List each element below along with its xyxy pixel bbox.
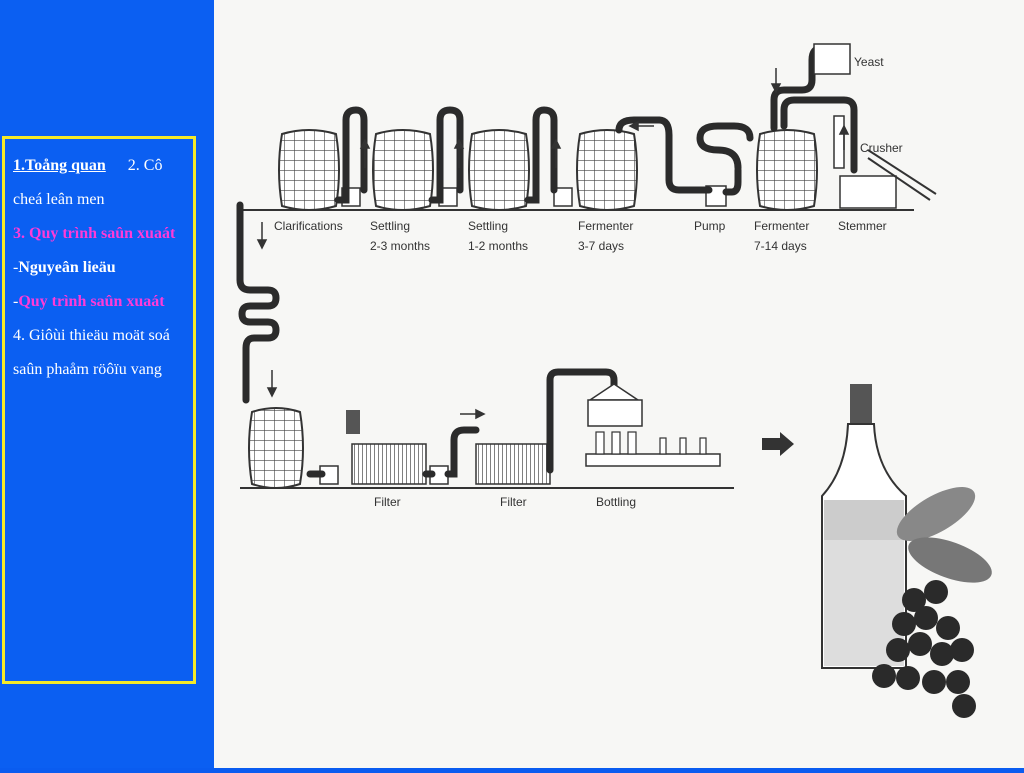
nav-item-products[interactable]: 4. Giôùi thieäu moät soá saûn phaåm röôï…: [13, 327, 170, 378]
arrow-right-icon: [762, 432, 794, 456]
label-filter-2: Filter: [500, 495, 527, 509]
pipes-top: [236, 44, 858, 404]
label-fermenter-1: Fermenter: [578, 219, 633, 233]
label-stemmer: Stemmer: [838, 219, 887, 233]
pipes-bottom: [306, 368, 618, 478]
nav-item-raw-materials[interactable]: Nguyeân lieäu: [18, 259, 116, 276]
crusher-chute-icon: [867, 149, 937, 201]
nav-item-row-1: 1.Toång quan 2. Cô cheá leân men: [13, 149, 187, 217]
wine-process-diagram: Yeast Crusher Stemmer Fermenter 7-14 day…: [214, 0, 1024, 768]
label-settling-2: Settling: [468, 219, 508, 233]
nav-item-production-process[interactable]: 3. Quy trình saûn xuaát: [13, 225, 176, 242]
sidebar: [0, 0, 214, 768]
nav-item-process-row: -Quy trình saûn xuaát: [13, 293, 165, 310]
barrel-fermenter-2: [756, 129, 818, 211]
additive-bottle-icon: [833, 115, 845, 169]
label-clarifications: Clarifications: [274, 219, 343, 233]
nav-item-process[interactable]: Quy trình saûn xuaát: [18, 293, 165, 310]
filter-2-unit: [475, 443, 551, 485]
stemmer-icon: [839, 175, 897, 209]
label-yeast: Yeast: [854, 55, 884, 69]
label-pump: Pump: [694, 219, 726, 233]
nav-item-raw-materials-row: -Nguyeân lieäu: [13, 259, 116, 276]
flow-arrows: [256, 68, 850, 420]
label-crusher: Crusher: [860, 141, 903, 155]
label-fermenter-1-time: 3-7 days: [578, 239, 624, 253]
label-fermenter-2-time: 7-14 days: [754, 239, 807, 253]
nav-panel: 1.Toång quan 2. Cô cheá leân men 3. Quy …: [2, 136, 196, 684]
yeast-tank-icon: [813, 43, 851, 75]
nav-item-fermentation[interactable]: 2. Cô cheá leân men: [13, 157, 163, 208]
barrel-clarifications: [278, 129, 340, 211]
label-settling-1: Settling: [370, 219, 410, 233]
barrel-bottom: [248, 407, 304, 489]
filter-1-unit: [346, 410, 427, 485]
nav-item-overview[interactable]: 1.Toång quan: [13, 157, 106, 174]
barrel-fermenter-1: [576, 129, 638, 211]
label-settling-1-time: 2-3 months: [370, 239, 430, 253]
wine-bottle-illustration: [821, 384, 992, 718]
label-settling-2-time: 1-2 months: [468, 239, 528, 253]
bottling-machine: [585, 383, 721, 467]
label-bottling: Bottling: [596, 495, 636, 509]
pump-icon: [553, 187, 573, 207]
barrel-settling-2: [468, 129, 530, 211]
label-fermenter-2: Fermenter: [754, 219, 809, 233]
barrel-settling-1: [372, 129, 434, 211]
label-filter-1: Filter: [374, 495, 401, 509]
diagram-labels: Yeast Crusher Stemmer Fermenter 7-14 day…: [274, 55, 903, 509]
